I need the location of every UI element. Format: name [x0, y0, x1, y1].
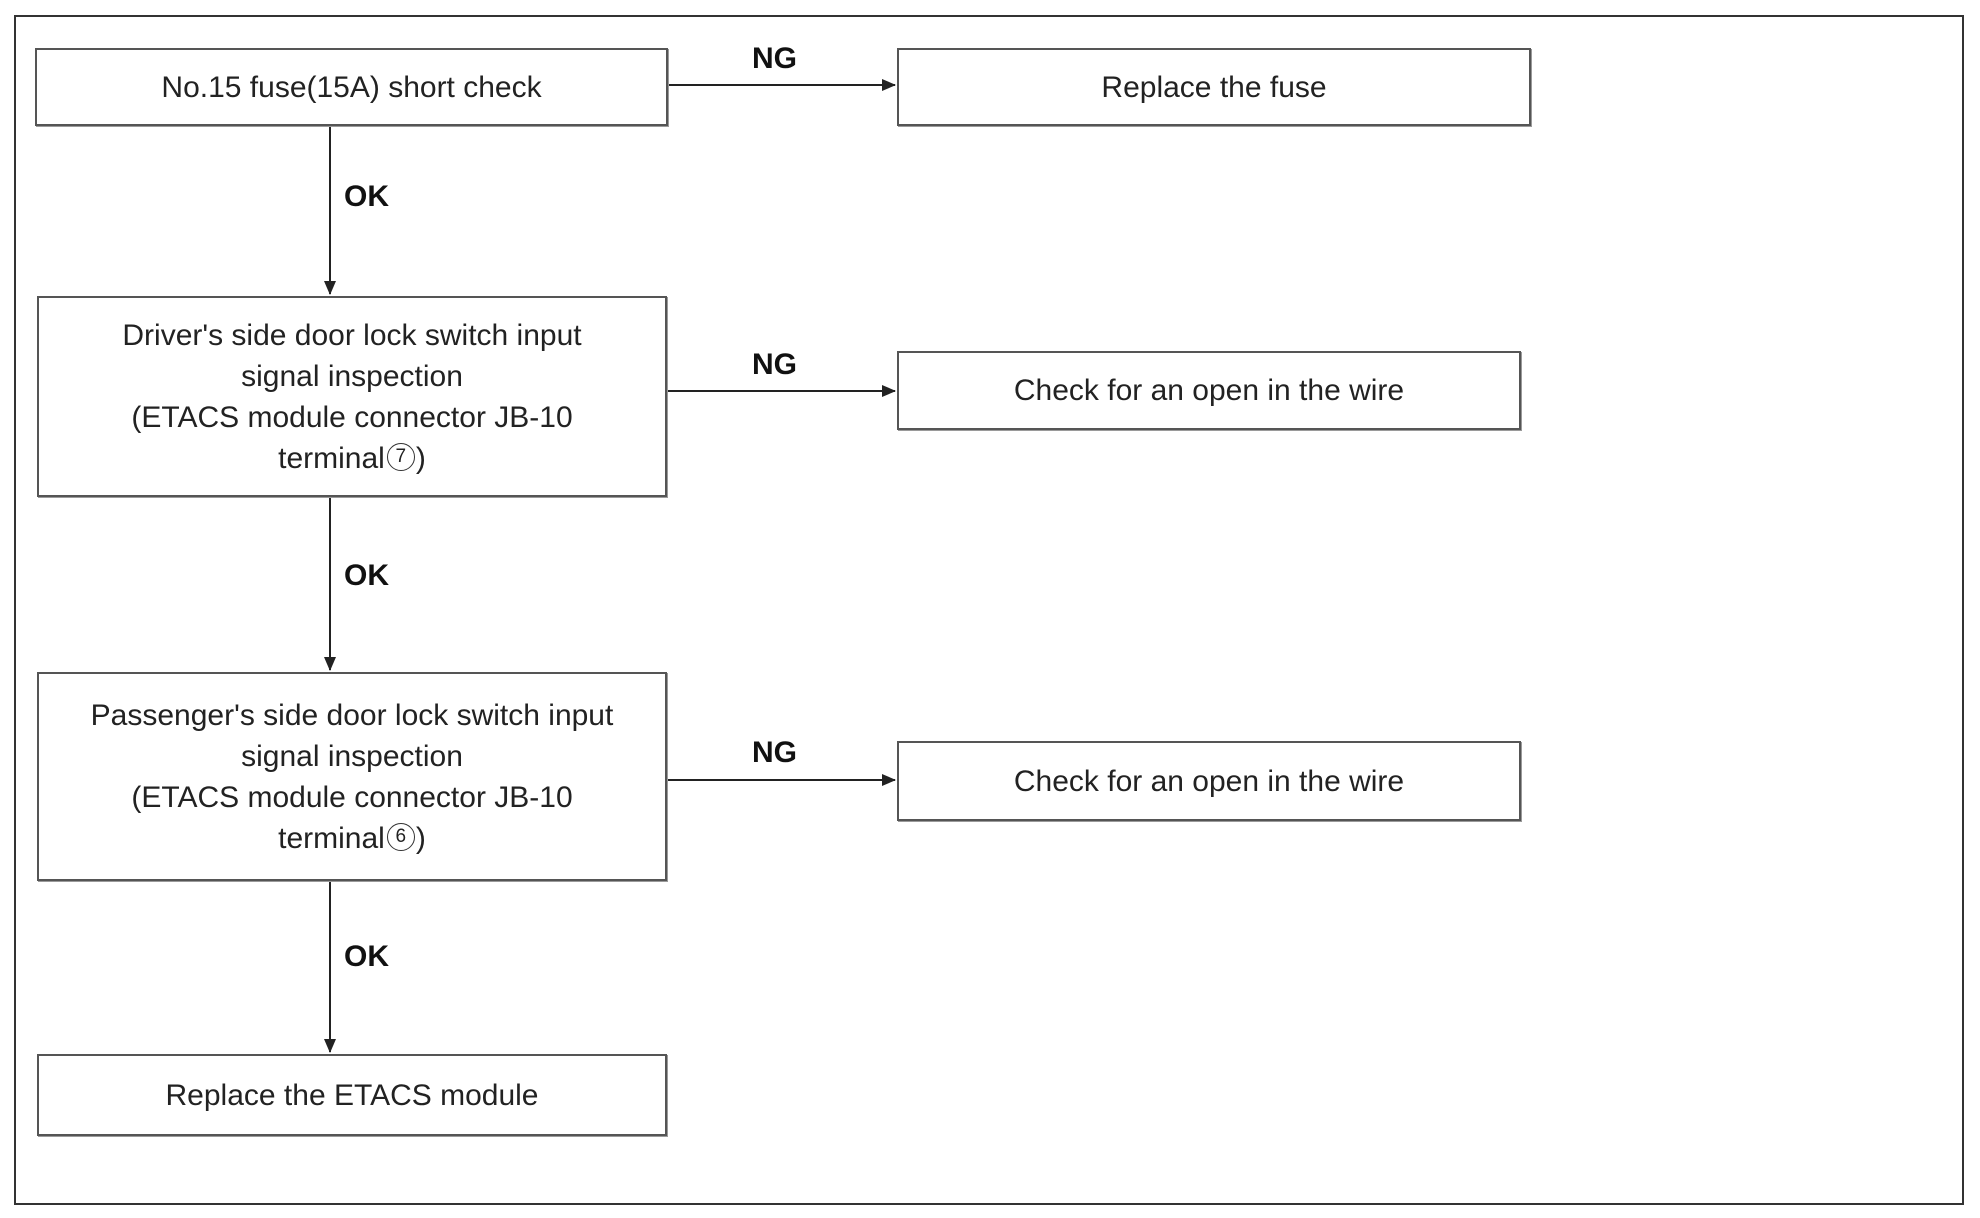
terminal-close: ): [415, 441, 426, 475]
step-replace-etacs-module: Replace the ETACS module: [37, 1054, 667, 1136]
result-check-open-wire-1: Check for an open in the wire: [897, 351, 1521, 430]
terminal-text: terminal: [278, 821, 385, 855]
label-ng: NG: [752, 42, 797, 75]
result-text: Check for an open in the wire: [1013, 764, 1405, 798]
step-text: signal inspection: [241, 739, 463, 773]
result-text: Replace the fuse: [1101, 70, 1327, 104]
label-ng: NG: [752, 348, 797, 381]
step-text: No.15 fuse(15A) short check: [161, 70, 542, 104]
diagram-frame: [14, 15, 1964, 1205]
step-passenger-side-inspection: Passenger's side door lock switch input …: [37, 672, 667, 881]
step-driver-side-inspection: Driver's side door lock switch input sig…: [37, 296, 667, 497]
terminal-text: terminal: [278, 441, 385, 475]
result-replace-fuse: Replace the fuse: [897, 48, 1531, 126]
terminal-close: ): [415, 821, 426, 855]
step-fuse-short-check: No.15 fuse(15A) short check: [35, 48, 668, 126]
step-text: signal inspection: [241, 359, 463, 393]
result-text: Check for an open in the wire: [1013, 374, 1405, 407]
label-ok: OK: [344, 180, 389, 213]
label-ok: OK: [344, 940, 389, 973]
label-ng: NG: [752, 736, 797, 769]
label-ok: OK: [344, 559, 389, 592]
step-text: Passenger's side door lock switch input: [90, 698, 614, 732]
circled-number-seven: 7: [386, 442, 415, 471]
step-text: Replace the ETACS module: [165, 1078, 539, 1112]
step-text: (ETACS module connector JB-10: [131, 400, 573, 434]
circled-number-six: 6: [386, 822, 415, 851]
step-text: (ETACS module connector JB-10: [131, 780, 573, 814]
result-check-open-wire-2: Check for an open in the wire: [897, 741, 1521, 821]
step-text: Driver's side door lock switch input: [122, 318, 582, 352]
